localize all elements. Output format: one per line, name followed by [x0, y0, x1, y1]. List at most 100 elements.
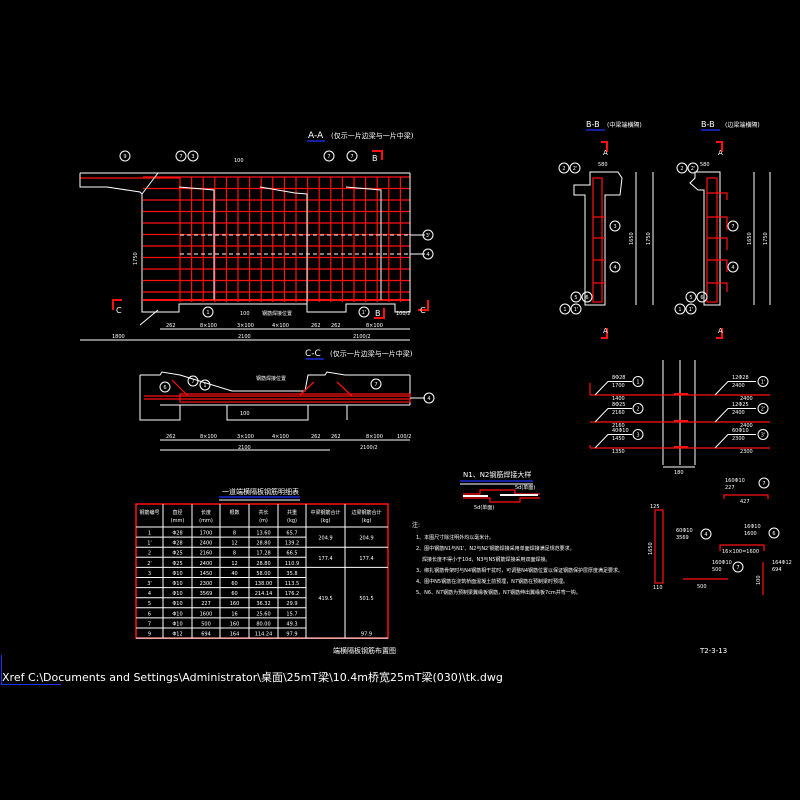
- dim-text: 580: [700, 162, 710, 168]
- table-cell: 28.80: [256, 561, 270, 567]
- bar-length: 2300: [732, 436, 745, 442]
- bar-length: 2400: [732, 410, 745, 416]
- bar-mark-balloon: [119, 150, 131, 162]
- bar-mark-balloon: [609, 220, 621, 232]
- table-cell: 8: [233, 551, 236, 557]
- bar-mark-label: 3': [761, 433, 766, 439]
- section-cc: C-C (仅示一片边梁与一片中梁) 262 8×100 3×100 4×100 …: [139, 349, 435, 451]
- cut-mark-label: C: [420, 306, 426, 315]
- table-cell: 58.00: [256, 571, 270, 577]
- cut-mark: [601, 141, 608, 152]
- note-item: 焊接长度不得小于10d，N3与N5钢筋焊接采用双面焊接。: [422, 556, 550, 563]
- bar-mark-balloon: [187, 150, 199, 162]
- section-cc-label: C-C: [305, 349, 321, 359]
- dim-text: 8×100: [200, 323, 217, 329]
- bar-mark-balloon: [768, 527, 780, 539]
- table-cell: 1450: [200, 571, 213, 577]
- table-cell: 28.80: [256, 541, 270, 547]
- bar-mark-label: 1': [362, 310, 367, 316]
- table-cell: Φ25: [172, 551, 182, 557]
- table-cell: 40: [231, 571, 237, 577]
- table-header-cell: (m): [259, 518, 268, 524]
- table-cell: 3569: [200, 591, 213, 597]
- bar-mark-label: 6: [585, 295, 588, 301]
- bar-5-shape: [723, 494, 769, 499]
- section-bb-left: B-B (中梁端横隔) A A 1650 1750 580: [573, 120, 654, 339]
- bar-mark-balloon: [569, 162, 581, 174]
- leader: [714, 434, 756, 449]
- table-cell: 1': [147, 541, 152, 547]
- dim-text: 1650: [629, 232, 635, 245]
- cc-rebar-band: [179, 393, 411, 403]
- bar-mark-balloon: [159, 381, 171, 393]
- table-cell: Φ10: [172, 611, 182, 617]
- aa-chamfer: [139, 309, 159, 326]
- bb-rebar: [707, 192, 728, 292]
- bar-mark-balloon: [757, 429, 769, 440]
- bar-mark-balloon: [609, 261, 621, 273]
- leader: [714, 408, 756, 423]
- table-cell: 2400: [200, 561, 213, 567]
- bar-mark-label: 2': [573, 166, 578, 172]
- table-cell: Φ28: [172, 541, 182, 547]
- bar-mark-label: 1: [206, 310, 209, 316]
- section-bb-label: B-B: [701, 120, 715, 129]
- bar-mark-balloon: [370, 378, 382, 390]
- bar-mark-balloon: [757, 403, 769, 414]
- table-cell: 12: [231, 561, 237, 567]
- section-aa-note: (仅示一片边梁与一片中梁): [331, 131, 414, 140]
- bar-mark-label: 2': [691, 166, 696, 172]
- bar-spec: 60Φ10: [732, 428, 749, 434]
- cc-rebar: [336, 381, 353, 397]
- bar-mark-balloon: [732, 561, 744, 573]
- bar-length: 227: [725, 485, 735, 491]
- cut-mark-label: B: [372, 154, 378, 163]
- dim-text: 4×100: [272, 434, 289, 440]
- table-cell: 4: [148, 591, 151, 597]
- bar-spec: 160Φ10: [712, 560, 732, 566]
- table-cell: 9: [148, 632, 151, 638]
- bb-outline: [689, 171, 721, 306]
- bar-mark-label: 4: [427, 396, 430, 402]
- leader: [594, 381, 632, 396]
- rebar-schedule-table: 一道端横隔板钢筋明细表 钢筋编号直径(mm)长度(mm)根数共长(m)共重(kg…: [135, 487, 396, 655]
- dim-text: 8×100: [366, 434, 383, 440]
- bar-length: 2400: [732, 383, 745, 389]
- table-cell: 35.8: [286, 571, 297, 577]
- table-cell: Φ12: [172, 632, 182, 638]
- dim-text: 1750: [763, 232, 769, 245]
- bar-mark-balloon: [727, 261, 739, 273]
- table-cell: 2': [147, 561, 152, 567]
- cut-mark: [418, 300, 429, 311]
- bar-mark-label: 1: [636, 380, 639, 386]
- table-header-cell: (mm): [199, 518, 213, 524]
- dim-text: 125: [650, 504, 660, 510]
- dim-text: 427: [740, 499, 750, 505]
- bar-length: 2160: [612, 410, 625, 416]
- splice-detail-title: N1、N2钢筋焊接大样: [463, 470, 531, 479]
- dim-text: 16×100=1600: [722, 549, 759, 555]
- ucs-axis-y: [1, 655, 2, 685]
- dim-text: 100: [234, 158, 244, 164]
- bar-mark-label: 2': [761, 407, 766, 413]
- table-cell: Φ25: [172, 561, 182, 567]
- table-total-cell: 204.9: [359, 536, 373, 542]
- bar-mark-balloon: [676, 162, 688, 174]
- bar-length: 1700: [612, 383, 625, 389]
- bar-mark-label: 1': [689, 307, 694, 313]
- dim-text: 262: [166, 434, 176, 440]
- bar-mark-label: 5: [574, 295, 577, 301]
- table-cell: 36.32: [256, 601, 270, 607]
- bar-mark-balloon: [696, 291, 708, 303]
- aa-outline: [79, 172, 411, 313]
- table-cell: 15.7: [286, 611, 297, 617]
- bar-mark-balloon: [581, 291, 593, 303]
- table-cell: 3': [147, 581, 152, 587]
- dim-text: 100/2: [397, 434, 411, 440]
- table-title: 一道端横隔板钢筋明细表: [222, 487, 299, 496]
- bar-spec: 160Φ10: [725, 478, 745, 484]
- cut-mark: [601, 328, 608, 339]
